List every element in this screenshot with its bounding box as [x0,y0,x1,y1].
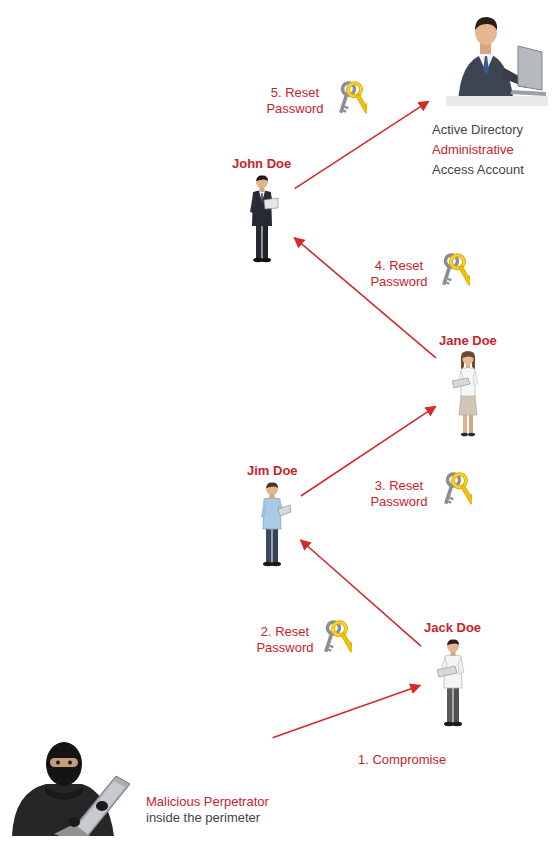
key-icon [438,253,476,288]
figure-part [463,413,467,433]
node-text: Administrative [432,140,548,160]
arrow-connector [294,238,436,358]
figure-part [12,784,114,836]
figure-part [518,46,542,90]
figure-part [510,90,546,96]
text-column: Malicious Perpetratorinside the perimete… [146,794,269,826]
threat-actor-node: Malicious Perpetratorinside the perimete… [4,736,269,836]
figure-part [447,640,459,652]
figure-part [266,482,278,488]
key-icon [440,472,478,507]
figure-part [452,722,462,726]
figure-part [446,8,548,106]
figure-part [56,761,60,765]
figure-part [469,413,473,433]
figure-part [261,501,267,518]
figure-part [256,176,268,188]
figure-part [74,781,125,835]
figure-part [250,194,256,213]
figure-part [271,562,281,566]
arrow-connector [301,540,421,646]
person-name: Jane Doe [439,333,497,349]
figure-part [264,198,278,209]
node-text: Access Account [432,160,548,180]
text-column: Active DirectoryAdministrativeAccess Acc… [432,120,548,180]
person-name: Jack Doe [424,620,481,636]
figure-part [261,258,271,262]
edge-label: 5. Reset Password [262,85,328,117]
edge-label-box: 5. Reset Password [262,85,328,117]
arrow-connector [273,685,421,737]
person-node: Jane Doe [439,333,497,437]
figure-part [278,505,291,516]
person-figure [252,479,292,567]
person-name: Jim Doe [247,463,298,479]
administrator-photo [446,8,548,106]
figure-part [68,761,72,765]
edge-label-box: 1. Compromise [358,752,446,768]
figure-part [468,433,475,437]
edge-label: 3. Reset Password [366,478,432,510]
figure-part [68,817,80,827]
figure-part [446,96,548,106]
figure-part [461,351,475,369]
person-figure [242,172,282,264]
figure-part [437,666,457,677]
edge-label: 1. Compromise [358,752,446,768]
figure-part [70,776,130,836]
figure-part [273,527,279,562]
figure-part [266,483,278,495]
figure-part [475,17,497,30]
node-text: inside the perimeter [146,810,269,826]
key-icon [335,81,373,116]
figure-part [44,786,84,800]
figure-part [452,378,470,388]
hacker-figure [4,736,134,836]
admin-account-node: Active DirectoryAdministrativeAccess Acc… [432,8,548,180]
node-text: Malicious Perpetrator [146,794,269,810]
figure-part [96,801,108,811]
figure-part [266,527,272,562]
edge-label: 4. Reset Password [366,258,432,290]
edge-label-box: 3. Reset Password [366,478,432,510]
figure-part [483,56,489,74]
edge-label: 2. Reset Password [252,624,318,656]
figure-part [262,222,268,258]
figure-part [256,222,262,258]
node-text: Active Directory [432,120,548,140]
figure-part [453,686,459,722]
person-figure [433,636,473,728]
figure-part [46,742,82,786]
person-figure [448,349,488,437]
figure-part [50,758,78,767]
edge-label-box: 4. Reset Password [366,258,432,290]
person-node: Jack Doe [424,620,481,728]
figure-part [462,353,473,359]
figure-part [461,433,468,437]
figure-part [459,395,477,415]
figure-part [447,686,453,722]
figure-part [462,354,473,365]
figure-part [447,639,459,645]
figure-part [473,371,478,385]
key-icon [320,620,358,655]
person-node: John Doe [232,156,291,264]
figure-part [261,193,263,203]
person-name: John Doe [232,156,291,172]
figure-part [256,175,268,181]
figure-part [458,658,464,674]
person-node: Jim Doe [247,463,298,567]
edge-label-box: 2. Reset Password [252,624,318,656]
